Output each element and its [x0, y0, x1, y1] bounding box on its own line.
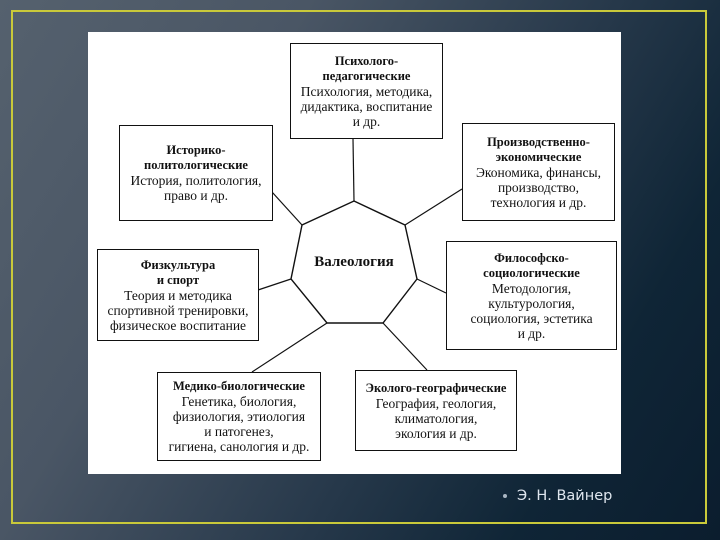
box-text: и др. — [352, 113, 381, 129]
box-title: социологические — [483, 265, 580, 280]
author-caption: Э. Н. Вайнер — [503, 488, 612, 504]
box-production-economic: Производственно- экономические Экономика… — [462, 123, 615, 221]
box-text: и патогенез, — [204, 424, 274, 439]
box-psychological-pedagogical: Психолого- педагогические Психология, ме… — [290, 43, 443, 139]
box-text: дидактика, воспитание — [300, 98, 433, 114]
box-text: и др. — [517, 325, 546, 341]
box-text: физическое воспитание — [109, 317, 247, 333]
box-medical-biological: Медико-биологические Генетика, биология,… — [157, 372, 321, 461]
box-title: Производственно- — [487, 134, 590, 149]
box-title: Эколого-географические — [365, 380, 507, 395]
box-text: Методология, — [491, 280, 572, 296]
box-text: Теория и методика — [124, 287, 232, 303]
box-ecological-geographical: Эколого-географические География, геолог… — [355, 370, 517, 451]
slide-frame — [11, 10, 707, 524]
box-text: культурология, — [488, 295, 575, 311]
box-text: право и др. — [164, 188, 228, 203]
box-text: экология и др. — [395, 425, 477, 441]
box-text: гигиена, санология и др. — [168, 439, 310, 454]
bullet-icon — [503, 494, 507, 498]
center-label-valeology: Валеология — [314, 254, 394, 270]
box-title: Философско- — [494, 250, 569, 265]
box-text: География, геология, — [375, 395, 497, 411]
box-text: История, политология, — [130, 173, 262, 188]
box-text: социология, эстетика — [470, 310, 593, 326]
author-name: Э. Н. Вайнер — [517, 488, 613, 504]
box-title: Медико-биологические — [173, 379, 305, 393]
box-text: технология и др. — [490, 194, 587, 210]
box-historical-political: Историко- политологические История, поли… — [119, 125, 273, 221]
box-text: Экономика, финансы, — [476, 164, 601, 180]
box-text: климатология, — [394, 410, 478, 426]
box-text: производство, — [497, 179, 580, 195]
box-physical-culture-sport: Физкультура и спорт Теория и методика сп… — [97, 249, 259, 341]
box-title: Физкультура — [140, 257, 216, 272]
box-text: физиология, этиология — [172, 409, 306, 424]
box-title: и спорт — [156, 272, 200, 287]
box-title: политологические — [144, 158, 248, 172]
box-title: экономические — [495, 149, 582, 164]
box-philosophical-sociological: Философско- социологические Методология,… — [446, 241, 617, 350]
box-text: Генетика, биология, — [181, 394, 297, 409]
center-heptagon — [290, 200, 418, 324]
box-title: Психолого- — [334, 53, 399, 68]
box-text: Психология, методика, — [300, 83, 433, 99]
box-text: спортивной тренировки, — [107, 302, 249, 318]
box-title: педагогические — [322, 68, 411, 83]
box-title: Историко- — [166, 143, 226, 157]
